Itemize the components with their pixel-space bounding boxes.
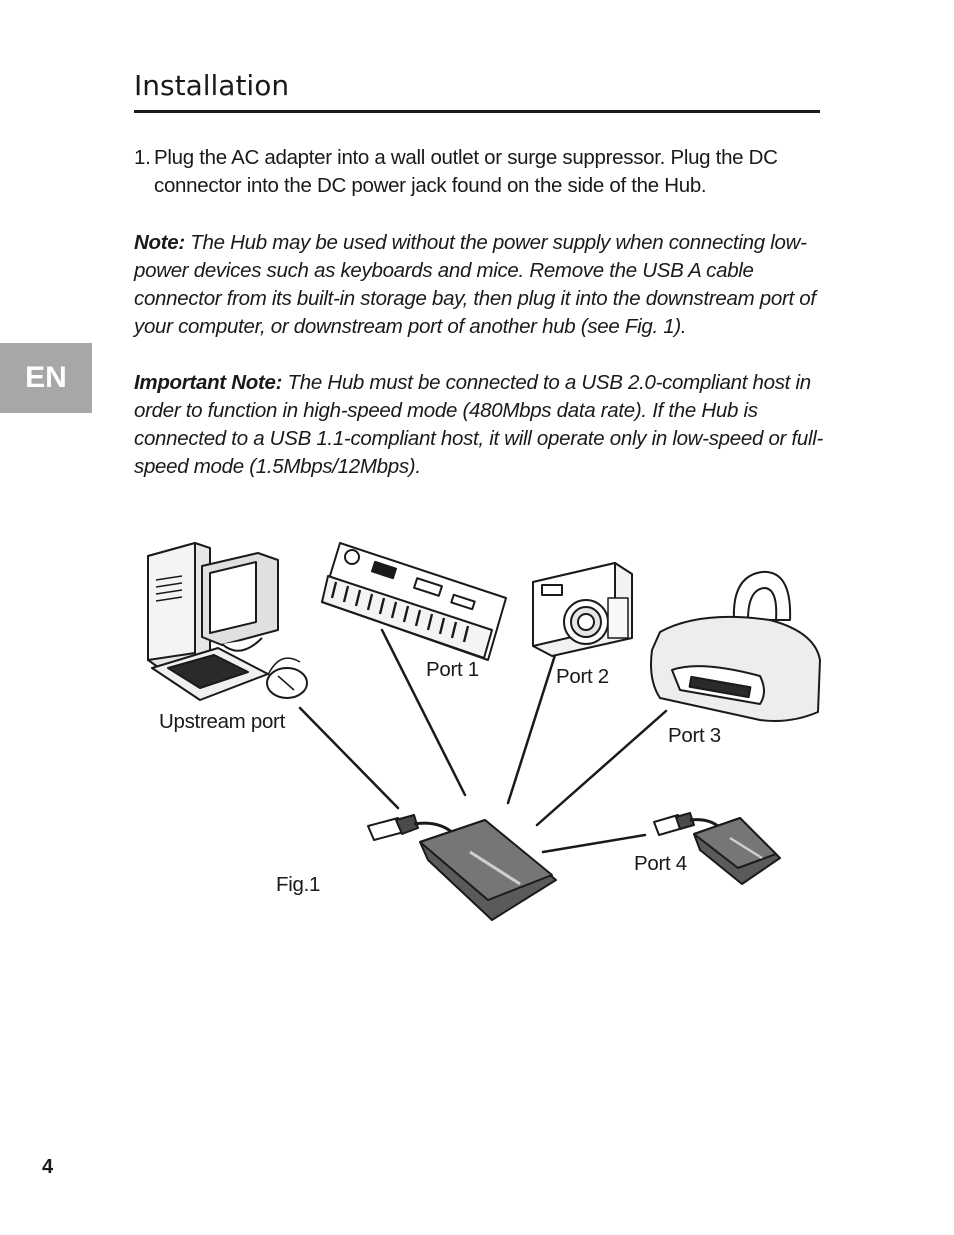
page-number: 4 bbox=[42, 1156, 54, 1178]
step-number: 1. bbox=[134, 146, 151, 169]
important-note-paragraph: Important Note: The Hub must be connecte… bbox=[134, 369, 824, 481]
printer-icon bbox=[650, 570, 821, 722]
keyboard-instrument-icon bbox=[321, 542, 507, 661]
port1-line bbox=[380, 628, 467, 797]
page-heading: Installation bbox=[134, 68, 820, 113]
port4-line bbox=[541, 833, 647, 854]
important-note-text: The Hub must be connected to a USB 2.0-c… bbox=[134, 371, 824, 478]
step-text: Plug the AC adapter into a wall outlet o… bbox=[154, 146, 778, 197]
label-port-4: Port 4 bbox=[634, 852, 687, 875]
computer-icon bbox=[147, 542, 308, 701]
figure-caption: Fig.1 bbox=[276, 873, 321, 896]
usb-hub-secondary-icon bbox=[653, 812, 781, 885]
upstream-line bbox=[298, 706, 400, 810]
label-port-2: Port 2 bbox=[556, 665, 609, 688]
port3-line bbox=[535, 709, 668, 827]
note-text: The Hub may be used without the power su… bbox=[134, 231, 816, 338]
label-port-1: Port 1 bbox=[426, 658, 479, 681]
step-1: 1. Plug the AC adapter into a wall outle… bbox=[134, 144, 824, 200]
connection-lines bbox=[298, 628, 668, 854]
important-note-label: Important Note: bbox=[134, 371, 283, 394]
port2-line bbox=[506, 650, 558, 805]
label-port-3: Port 3 bbox=[668, 724, 721, 747]
language-tab: EN bbox=[0, 343, 92, 413]
camera-icon bbox=[532, 562, 633, 657]
note-label: Note: bbox=[134, 231, 185, 254]
usb-hub-main-icon bbox=[367, 814, 557, 921]
note-paragraph: Note: The Hub may be used without the po… bbox=[134, 229, 824, 341]
label-upstream-port: Upstream port bbox=[159, 710, 285, 733]
